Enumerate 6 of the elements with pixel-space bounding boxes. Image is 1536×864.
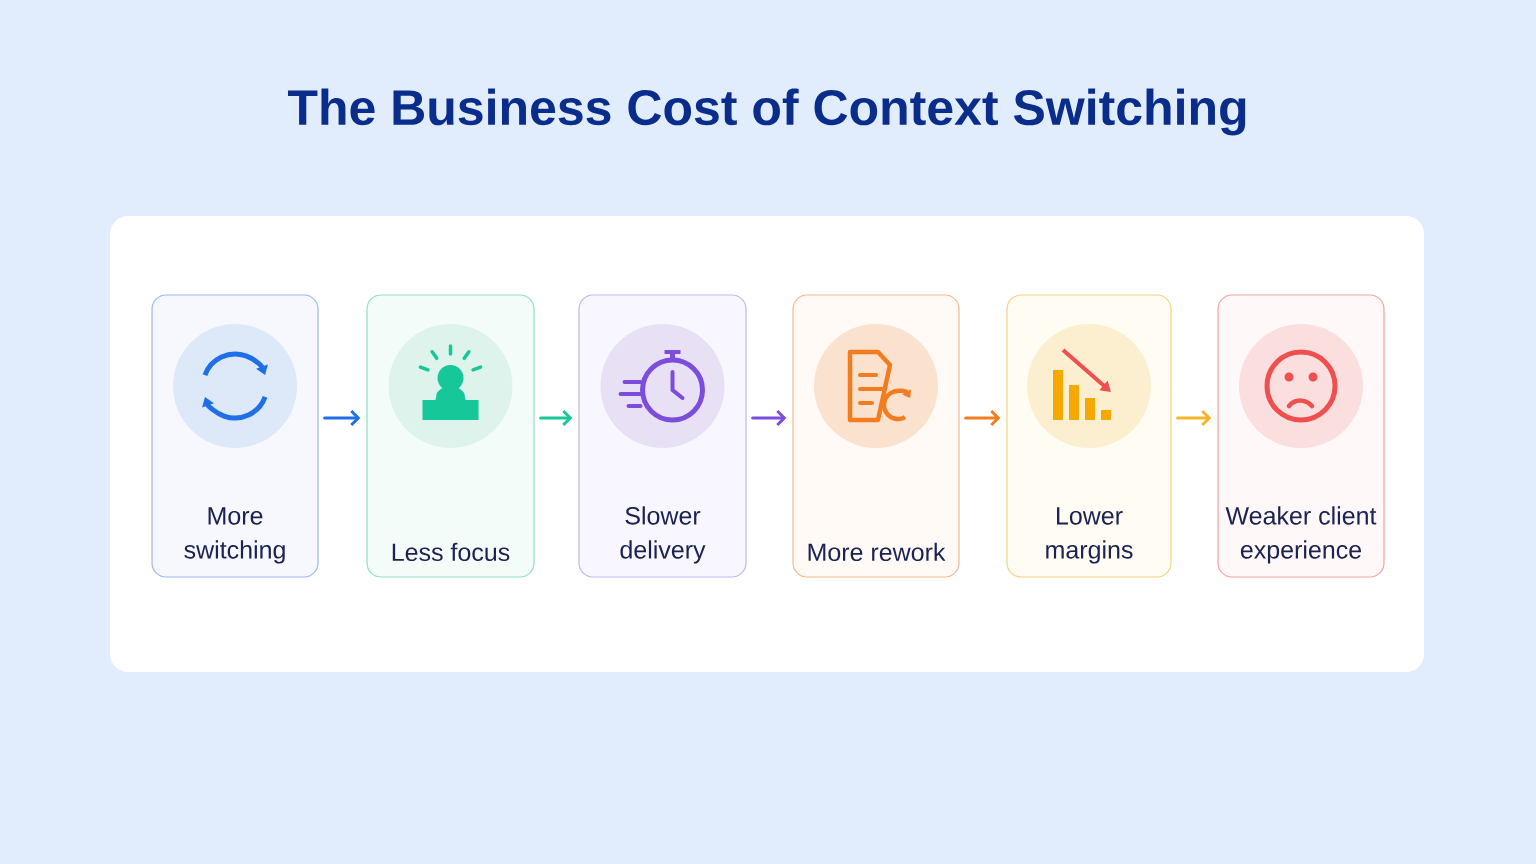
arrow [323, 409, 361, 427]
title: The Business Cost of Context Switching [288, 88, 1246, 136]
arrow [539, 409, 573, 427]
arrow [1176, 409, 1212, 427]
arrow [751, 409, 787, 427]
arrow [964, 409, 1001, 427]
